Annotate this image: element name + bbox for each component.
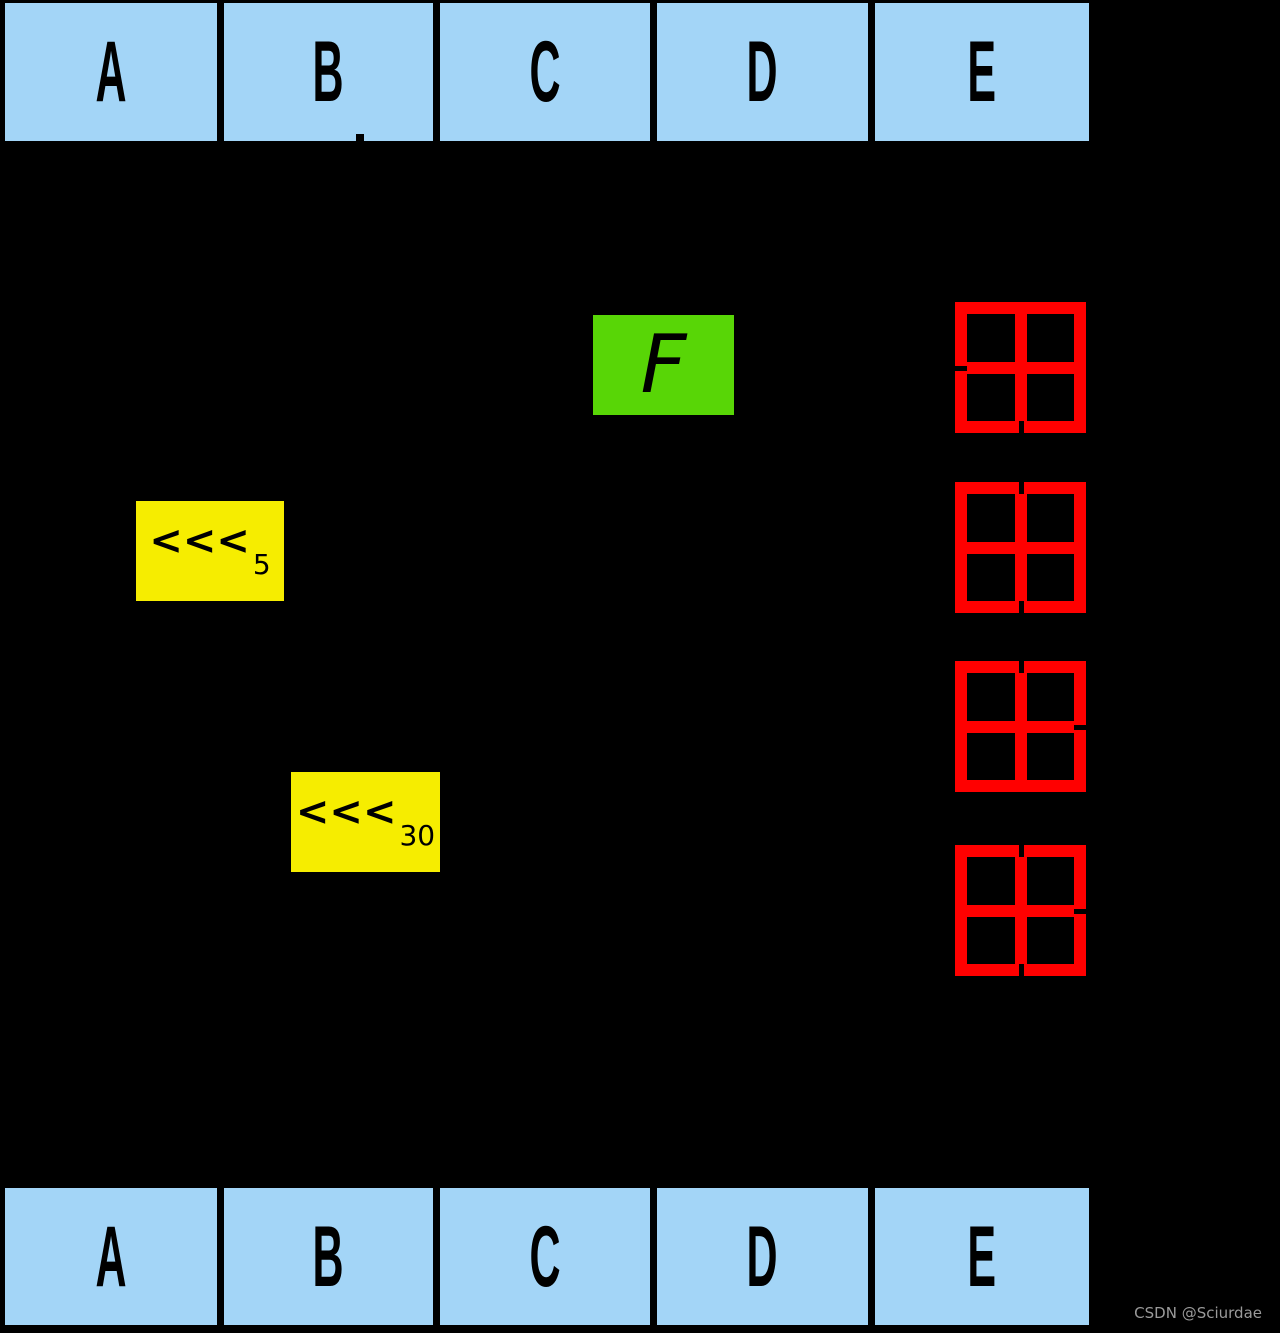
line-gap-notch [1018, 964, 1024, 976]
register-top-a: A [5, 3, 217, 141]
register-top-e: E [875, 3, 1089, 141]
rotate-left-5-symbol: <<< [149, 518, 250, 564]
modular-addition-box-1 [955, 302, 1086, 433]
register-bottom-a: A [5, 1188, 217, 1325]
register-top-d: D [657, 3, 868, 141]
register-bottom-e: E [875, 1188, 1089, 1325]
f-function-label: F [640, 318, 687, 411]
line-gap-notch [1074, 908, 1086, 914]
rotate-left-5-box: <<< 5 [136, 501, 284, 601]
addition-plus-horizontal-bar [967, 361, 1074, 374]
register-bottom-d-label: D [746, 1208, 779, 1305]
register-top-c-label: C [529, 24, 561, 120]
rotate-left-30-box: <<< 30 [291, 772, 440, 872]
register-bottom-c: C [440, 1188, 650, 1325]
register-top-b-label: B [312, 24, 345, 120]
register-top-c: C [440, 3, 650, 141]
addition-plus-horizontal-bar [967, 720, 1074, 733]
modular-addition-box-4 [955, 845, 1086, 976]
line-gap-notch [955, 365, 967, 371]
line-gap-notch [1018, 482, 1024, 494]
register-bottom-d: D [657, 1188, 868, 1325]
modular-addition-box-3 [955, 661, 1086, 792]
line-gap-notch [1074, 724, 1086, 730]
register-bottom-b: B [224, 1188, 433, 1325]
addition-plus-horizontal-bar [967, 904, 1074, 917]
rotate-left-30-amount: 30 [399, 819, 436, 852]
line-gap-notch [1018, 661, 1024, 673]
line-gap-notch [1018, 421, 1024, 433]
watermark-text: CSDN @Sciurdae [1134, 1304, 1262, 1322]
rotate-left-5-amount: 5 [252, 548, 271, 581]
rotate-left-30-symbol: <<< [295, 789, 397, 835]
line-exit-tick [356, 134, 364, 141]
addition-plus-horizontal-bar [967, 541, 1074, 554]
line-gap-notch [1018, 845, 1024, 857]
register-top-b: B [224, 3, 433, 141]
register-bottom-e-label: E [967, 1208, 997, 1305]
f-function-box: F [593, 315, 734, 415]
register-top-e-label: E [967, 24, 997, 120]
register-top-a-label: A [95, 24, 127, 120]
line-gap-notch [1018, 601, 1024, 613]
register-bottom-b-label: B [312, 1208, 345, 1305]
register-bottom-a-label: A [95, 1208, 127, 1305]
register-top-d-label: D [746, 24, 779, 120]
register-bottom-c-label: C [529, 1208, 561, 1305]
modular-addition-box-2 [955, 482, 1086, 613]
